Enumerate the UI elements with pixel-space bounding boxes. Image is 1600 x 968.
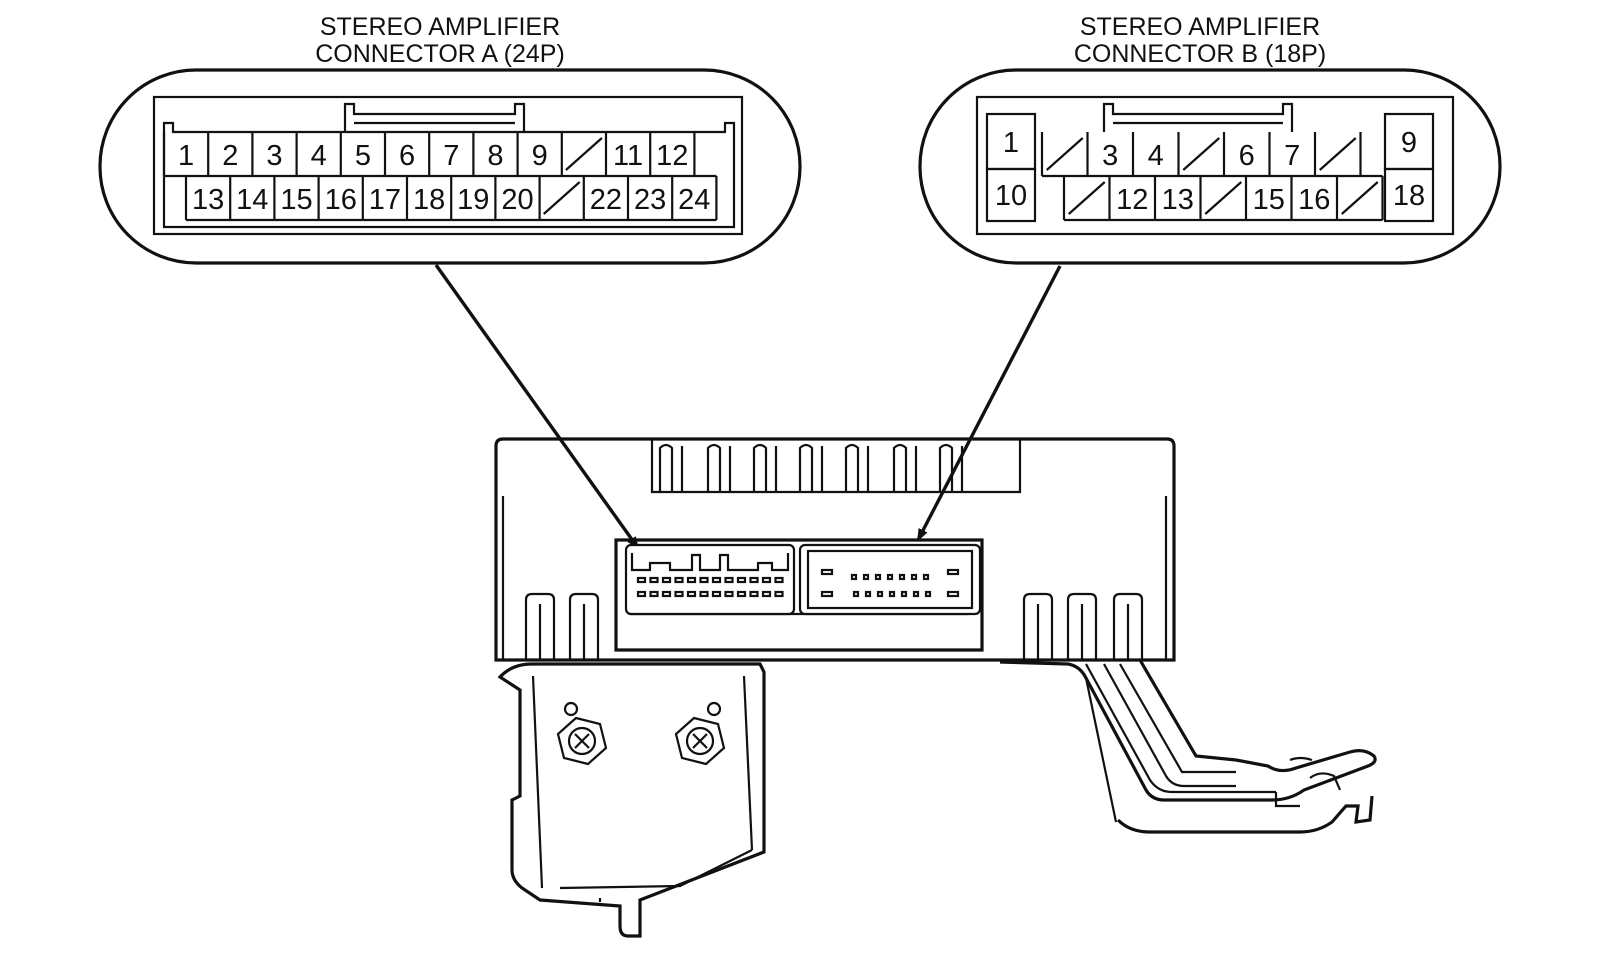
connector-a-pin-label: 6 bbox=[399, 140, 415, 172]
connector-a-pin-label: 20 bbox=[501, 184, 533, 216]
connector-b-title-line1: STEREO AMPLIFIER bbox=[1080, 13, 1320, 41]
right-mounting-bracket bbox=[999, 659, 1377, 834]
connector-b-title-line2: CONNECTOR B (18P) bbox=[1074, 40, 1326, 68]
connector-b-pin-label: 18 bbox=[1393, 180, 1425, 212]
connector-b-pin-label: 3 bbox=[1102, 140, 1118, 172]
connector-a-pin-label: 11 bbox=[613, 140, 643, 172]
heat-sink-fins-top bbox=[650, 439, 1022, 494]
connector-b-empty-cavity bbox=[1204, 181, 1242, 215]
connector-a-pin-label: 22 bbox=[590, 184, 622, 216]
connector-a-outline bbox=[98, 68, 802, 265]
connector-a-pin-label: 1 bbox=[178, 140, 194, 172]
unit-connector-a bbox=[624, 543, 796, 616]
connector-b-pin-label: 6 bbox=[1239, 140, 1255, 172]
stereo-amplifier-unit bbox=[494, 437, 1377, 938]
connector-b-pin-label: 9 bbox=[1401, 127, 1417, 159]
connector-b-empty-cavity bbox=[1182, 137, 1220, 171]
connector-b-pin-label: 13 bbox=[1162, 184, 1194, 216]
connector-a-empty-cavity bbox=[542, 181, 581, 215]
connector-a-pin-label: 2 bbox=[222, 140, 238, 172]
connector-a-pin-label: 7 bbox=[443, 140, 459, 172]
connector-a-face bbox=[152, 95, 744, 236]
connector-b-empty-cavity bbox=[1319, 137, 1357, 171]
connector-a-pin-label: 12 bbox=[656, 140, 688, 172]
connector-b-arrow bbox=[916, 265, 1062, 542]
connector-a-pin-label: 8 bbox=[487, 140, 503, 172]
connector-a-pin-label: 18 bbox=[413, 184, 445, 216]
connector-a-pin-label: 24 bbox=[678, 184, 710, 216]
connector-a-pin-label: 9 bbox=[532, 140, 548, 172]
connector-a-empty-cavity bbox=[565, 137, 603, 171]
connector-a-pin-label: 17 bbox=[369, 184, 401, 216]
connector-b-pin-label: 1 bbox=[1003, 127, 1019, 159]
connector-b-empty-cavity bbox=[1068, 181, 1106, 215]
connector-b-pin-label: 15 bbox=[1253, 184, 1285, 216]
connector-b-pin-label: 10 bbox=[995, 180, 1027, 212]
left-mounting-bracket bbox=[497, 662, 766, 938]
connector-b-outline bbox=[918, 68, 1502, 265]
bolt-right bbox=[674, 716, 726, 766]
connector-a-pin-label: 15 bbox=[280, 184, 312, 216]
unit-connector-b bbox=[798, 543, 982, 616]
connector-b-pin-label: 7 bbox=[1284, 140, 1300, 172]
connector-a-title-line2: CONNECTOR A (24P) bbox=[315, 40, 565, 68]
connector-a-pin-label: 14 bbox=[236, 184, 268, 216]
connector-a-pin-label: 23 bbox=[634, 184, 666, 216]
connector-a-pin-label: 3 bbox=[266, 140, 282, 172]
connector-a-pin-label: 5 bbox=[355, 140, 371, 172]
connector-b-face bbox=[975, 95, 1455, 236]
connector-a-pin-label: 13 bbox=[192, 184, 224, 216]
connector-a-pin-label: 19 bbox=[457, 184, 489, 216]
connector-b-empty-cavity bbox=[1341, 181, 1379, 215]
connector-b-pin-label: 4 bbox=[1148, 140, 1164, 172]
bolt-left bbox=[556, 716, 608, 766]
connector-a-pin-label: 16 bbox=[325, 184, 357, 216]
connector-b-pin-label: 16 bbox=[1298, 184, 1330, 216]
connector-b-pin-label: 12 bbox=[1116, 184, 1148, 216]
connector-a-pin-label: 4 bbox=[311, 140, 327, 172]
connector-a-title-line1: STEREO AMPLIFIER bbox=[320, 13, 560, 41]
connector-b-empty-cavity bbox=[1046, 137, 1084, 171]
heat-sink-fins-bottom bbox=[524, 592, 1144, 660]
connector-a-arrow bbox=[434, 264, 640, 550]
